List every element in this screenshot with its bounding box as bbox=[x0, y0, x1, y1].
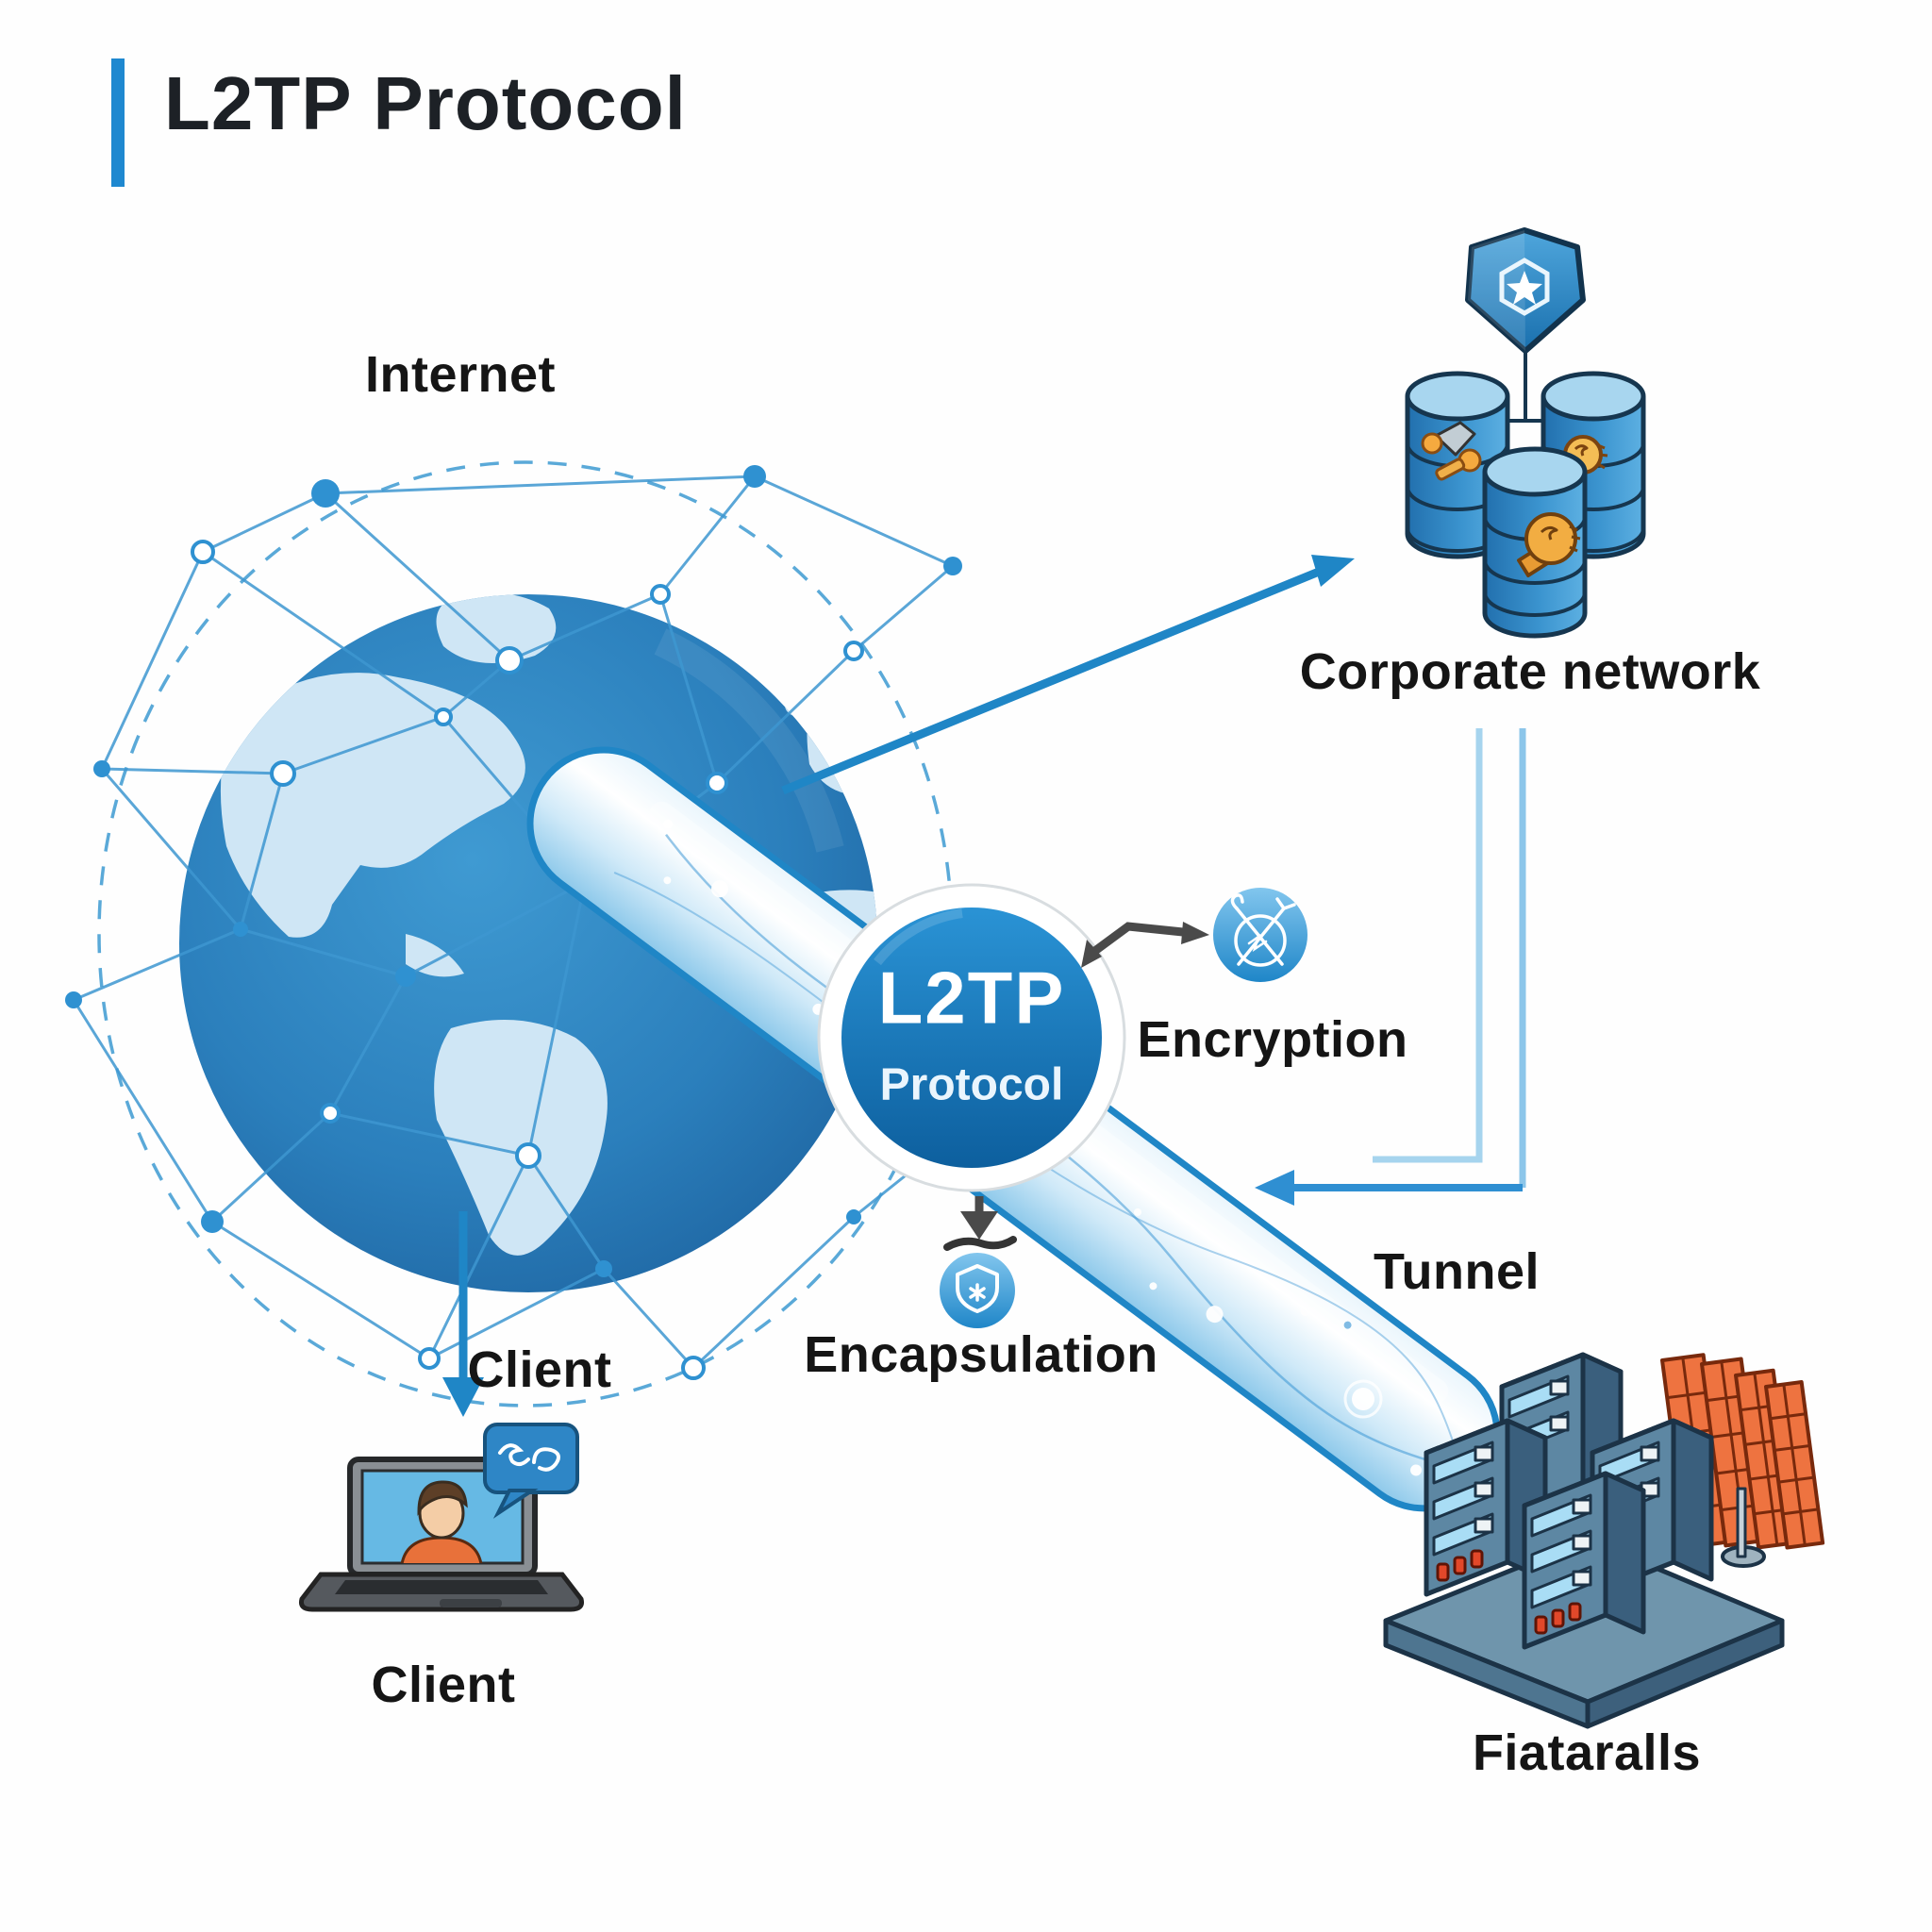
label-tunnel: Tunnel bbox=[1374, 1243, 1540, 1300]
server-cluster bbox=[1383, 1352, 1825, 1729]
corporate-network-cluster bbox=[1405, 227, 1646, 639]
l2tp-node-title: L2TP bbox=[877, 956, 1066, 1040]
user-avatar bbox=[400, 1480, 483, 1563]
label-internet: Internet bbox=[364, 346, 557, 403]
label-client-lower: Client bbox=[371, 1657, 516, 1713]
arrow-encryption bbox=[1081, 922, 1209, 968]
label-encapsulation: Encapsulation bbox=[804, 1326, 1158, 1383]
arrow-to-corporate bbox=[781, 555, 1355, 795]
title-accent-bar bbox=[111, 58, 125, 187]
label-firewalls: Fiataralls bbox=[1472, 1724, 1702, 1781]
arrow-encapsulation bbox=[943, 1196, 1017, 1251]
crossed-keys-icon bbox=[1213, 888, 1307, 982]
arrow-to-client bbox=[442, 1211, 484, 1417]
shield-star-icon bbox=[1465, 227, 1586, 423]
speech-bubble-icon bbox=[483, 1423, 579, 1519]
corporate-to-tunnel-lines bbox=[1255, 728, 1526, 1206]
page-title: L2TP Protocol bbox=[164, 61, 687, 145]
label-encryption: Encryption bbox=[1137, 1011, 1408, 1068]
l2tp-protocol-node bbox=[817, 883, 1126, 1192]
server-towers bbox=[1424, 1352, 1714, 1650]
label-client-upper: Client bbox=[467, 1341, 612, 1398]
database-cylinders-icon bbox=[1405, 371, 1646, 639]
label-corporate-network: Corporate network bbox=[1299, 643, 1761, 700]
laptop-user-icon bbox=[299, 1423, 584, 1612]
shield-lock-icon bbox=[940, 1253, 1015, 1328]
l2tp-node-subtitle: Protocol bbox=[879, 1059, 1064, 1110]
